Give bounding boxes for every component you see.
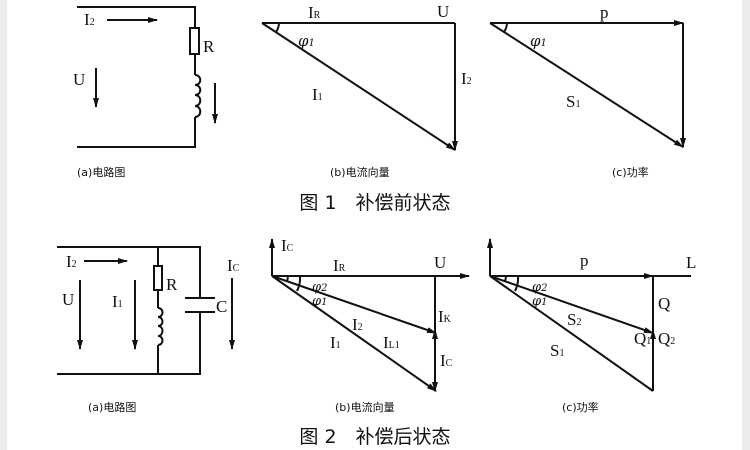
- fig1-power: p φ1 S1 (c)功率: [489, 3, 686, 179]
- label-i1: I1: [112, 292, 123, 311]
- label-i2: I2: [352, 315, 363, 334]
- label-q2: Q2: [658, 329, 675, 348]
- label-i2: I2: [461, 69, 472, 88]
- right-margin: [742, 0, 750, 450]
- label-phi2: φ2: [312, 280, 327, 295]
- caption-a: (a)电路图: [77, 166, 125, 179]
- label-u: U: [62, 290, 74, 309]
- label-ir: IR: [333, 256, 346, 275]
- inductor: [194, 74, 202, 118]
- label-s1: S1: [566, 92, 580, 111]
- label-c: C: [216, 297, 227, 316]
- inductor: [157, 307, 164, 346]
- fig2-current-vector: IC IR U φ2 φ1 I2 I1 IL1 IK IC (b)电流向量: [269, 236, 470, 414]
- label-u: U: [434, 253, 446, 272]
- label-phi1: φ1: [312, 294, 327, 309]
- label-p: p: [600, 3, 609, 22]
- label-u: U: [437, 2, 449, 21]
- label-phi1: φ1: [532, 294, 547, 309]
- label-ik: IK: [438, 307, 452, 326]
- caption-c: (c)功率: [612, 165, 649, 179]
- label-ic-vertical: IC: [440, 351, 453, 370]
- label-il1: IL1: [383, 333, 400, 352]
- label-l: L: [686, 253, 696, 272]
- caption-a: (a)电路图: [88, 401, 136, 414]
- label-u: U: [73, 70, 85, 89]
- resistor: [189, 27, 200, 55]
- label-ir: IR: [308, 3, 321, 22]
- label-i1: I1: [330, 333, 341, 352]
- fig1-current-vector: IR U φ1 I1 I2 (b)电流向量: [261, 2, 472, 179]
- label-r: R: [166, 275, 178, 294]
- label-phi1: φ1: [298, 32, 315, 50]
- caption-b: (b)电流向量: [330, 165, 390, 179]
- label-ic: IC: [227, 256, 240, 275]
- left-margin: [0, 0, 7, 450]
- fig1-title: 图 1 补偿前状态: [299, 192, 450, 214]
- resistor: [153, 265, 163, 291]
- fig2-power: p L φ2 φ1 S2 S1 Q Q1 Q2 (c)功率: [487, 238, 696, 414]
- label-q: Q: [658, 294, 670, 313]
- label-i2: I2: [84, 10, 95, 29]
- label-r: R: [203, 37, 215, 56]
- label-s2: S2: [567, 310, 581, 329]
- caption-b: (b)电流向量: [335, 400, 395, 414]
- label-phi1: φ1: [530, 32, 547, 50]
- fig1-circuit: I2 U R (a)电路图: [73, 6, 218, 179]
- label-i2: I2: [66, 252, 77, 271]
- fig2-title: 图 2 补偿后状态: [299, 426, 450, 448]
- label-q1: Q1: [634, 329, 651, 348]
- fig2-circuit: I2 U I1 R C IC (a)电路图: [57, 246, 240, 414]
- label-i1: I1: [312, 85, 323, 104]
- caption-c: (c)功率: [562, 400, 599, 414]
- label-s1: S1: [550, 341, 564, 360]
- label-ic: IC: [281, 236, 294, 255]
- label-p: p: [580, 251, 589, 270]
- label-phi2: φ2: [532, 280, 547, 295]
